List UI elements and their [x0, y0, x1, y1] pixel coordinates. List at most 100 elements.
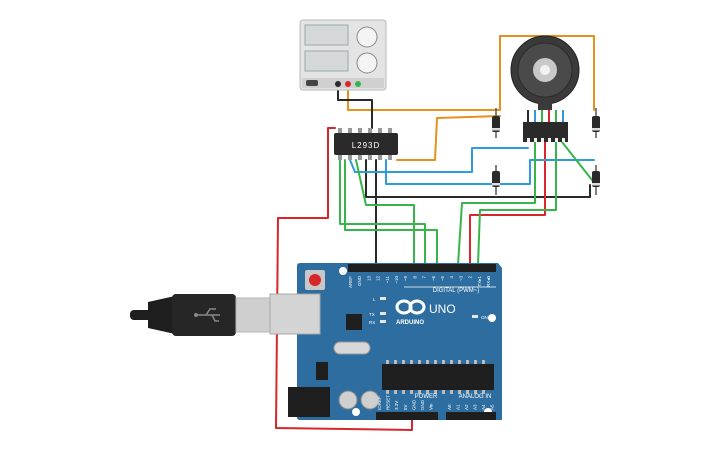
arduino-logo-icon	[395, 299, 426, 315]
motor-shaft	[540, 65, 550, 75]
motor-connector[interactable]	[523, 122, 568, 142]
wire-green-motor-1[interactable]	[457, 141, 536, 266]
pin-label: ~5	[440, 276, 445, 282]
wires	[275, 35, 597, 431]
pin-label: 2	[468, 276, 473, 279]
led-tx-label: TX	[369, 312, 375, 317]
capacitor	[360, 390, 380, 410]
led-on	[472, 315, 478, 318]
pin-label: 7	[422, 276, 427, 279]
reset-button-icon[interactable]	[305, 270, 325, 290]
wire-black-supply-gnd[interactable]	[337, 87, 373, 129]
supply-knob-voltage[interactable]	[356, 26, 378, 48]
usb-plug-icon[interactable]	[130, 294, 271, 336]
usb-b-jack	[269, 293, 321, 335]
diode-icon[interactable]	[592, 165, 600, 195]
pin-label: 5V	[403, 404, 408, 410]
pin-label: GND	[411, 399, 416, 410]
power-supply[interactable]	[299, 19, 387, 91]
header-power-label: POWER	[415, 394, 438, 400]
wire-green-in1[interactable]	[339, 159, 426, 266]
led-rx-label: RX	[369, 320, 375, 325]
pin-label: TX▸1	[477, 276, 482, 287]
diode-icon[interactable]	[492, 108, 500, 138]
mounting-hole	[339, 267, 347, 275]
header-digital-label: DIGITAL (PWM~)	[433, 288, 480, 294]
supply-terminal-positive[interactable]	[345, 81, 351, 87]
chip-label: L293D	[352, 141, 381, 150]
led-tx	[380, 312, 386, 315]
pin-label: ~9	[403, 276, 408, 282]
supply-display-top	[304, 24, 349, 46]
wire-blue-coil-b[interactable]	[385, 159, 595, 185]
pin-label: 8	[412, 276, 417, 279]
pin-label: ~6	[431, 276, 436, 282]
arduino-model-text: UNO	[429, 302, 456, 316]
chip-pins-top	[338, 128, 392, 134]
pin-label: A0	[447, 404, 452, 410]
pin-label: RESET	[386, 395, 391, 410]
wire-blue-coil-a[interactable]	[349, 147, 529, 173]
led-l	[380, 297, 386, 300]
microcontroller	[382, 360, 494, 394]
diode-icon[interactable]	[492, 165, 500, 195]
header-analog-label: ANALOG IN	[459, 394, 492, 400]
supply-terminal-negative[interactable]	[335, 81, 341, 87]
arduino-logo-text: ARDUINO	[396, 320, 424, 326]
supply-display-bottom	[304, 50, 349, 72]
wire-green-motor-3[interactable]	[561, 141, 597, 186]
pin-label: A4	[481, 404, 486, 410]
chip-pins-bottom	[338, 154, 392, 160]
led-on-label: ON	[481, 315, 488, 320]
pin-label: AREF	[348, 276, 353, 288]
wire-orange-chip-to-motor[interactable]	[396, 115, 501, 161]
wire-black-chip-to-diodes[interactable]	[365, 159, 591, 198]
pin-label: A5	[490, 404, 495, 410]
pin-label: ~10	[394, 276, 399, 284]
power-header	[376, 412, 438, 420]
dc-power-jack	[288, 387, 330, 417]
usb-chip	[346, 314, 362, 330]
diodes	[492, 108, 600, 195]
digital-header	[348, 264, 496, 272]
led-l-label: L	[373, 297, 376, 302]
digital-pin-labels: AREF GND 13 12 ~11 ~10 ~9 8 7 ~6 ~5 4 ~3 2 TX▸1 RX◂0	[348, 275, 491, 288]
wire-green-in2[interactable]	[344, 159, 438, 266]
mounting-hole	[488, 314, 496, 322]
capacitor	[338, 390, 358, 410]
pin-label: A3	[473, 404, 478, 410]
pin-label: GND	[420, 399, 425, 410]
pin-label: ~11	[385, 276, 390, 284]
wire-orange-supply-to-motor[interactable]	[347, 35, 595, 111]
pin-label: A2	[464, 404, 469, 410]
diode-icon[interactable]	[592, 108, 600, 138]
wire-green-motor-2[interactable]	[477, 141, 557, 266]
supply-knob-current[interactable]	[356, 52, 378, 74]
pin-label: ~3	[458, 276, 463, 282]
regulator	[316, 362, 328, 380]
supply-power-switch[interactable]	[306, 80, 318, 86]
crystal	[333, 341, 371, 355]
pin-label: 3.3V	[394, 401, 399, 410]
supply-terminal-ground[interactable]	[355, 81, 361, 87]
led-rx	[380, 320, 386, 323]
wire-red-motor-to-driver[interactable]	[469, 141, 546, 266]
stepper-motor[interactable]	[510, 35, 580, 142]
pin-label: 13	[366, 276, 371, 282]
pin-label: 4	[449, 276, 454, 279]
analog-header	[446, 412, 496, 420]
pin-label: RX◂0	[486, 276, 491, 288]
mounting-hole	[352, 408, 360, 416]
pin-label: Vin	[429, 403, 434, 410]
pin-label: A1	[456, 404, 461, 410]
motor-lead-bundle	[527, 110, 564, 122]
arduino-board[interactable]: AREF GND 13 12 ~11 ~10 ~9 8 7 ~6 ~5 4 ~3 2 TX▸1 RX◂0 DI…	[269, 263, 502, 420]
wire-green-in3[interactable]	[355, 159, 415, 266]
pin-label: 12	[376, 276, 381, 282]
wire-red-5v[interactable]	[275, 127, 413, 431]
pin-label: GND	[357, 275, 362, 286]
driver-chip[interactable]: L293D	[334, 128, 398, 160]
